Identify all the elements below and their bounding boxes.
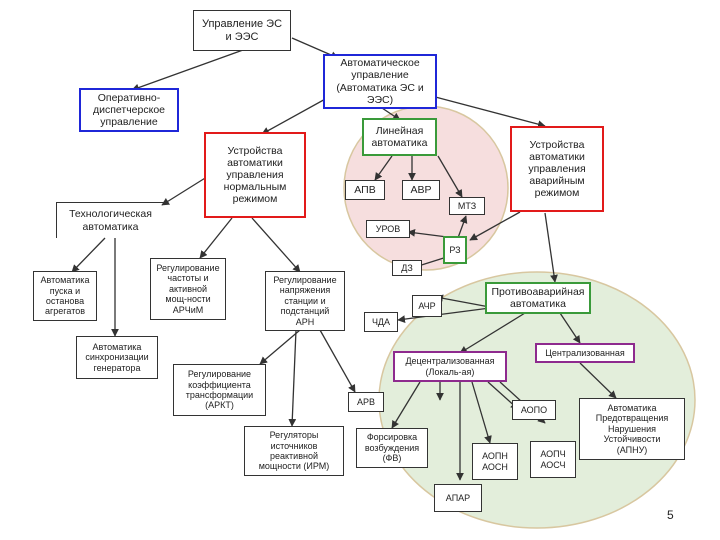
node-apar: АПАР: [434, 484, 482, 512]
node-central: Централизованная: [535, 343, 635, 363]
node-arv: АРВ: [348, 392, 384, 412]
page-number: 5: [667, 508, 674, 522]
node-linear: Линейная автоматика: [362, 118, 437, 156]
node-mgmt: Управление ЭС и ЭЭС: [193, 10, 291, 51]
node-prevent: Автоматика Предотвращения Нарушения Усто…: [579, 398, 685, 460]
node-achr: АЧР: [412, 295, 442, 317]
node-tech: Технологическая автоматика: [56, 202, 164, 238]
node-rz: РЗ: [443, 236, 467, 264]
node-dispatch: Оперативно- диспетчерское управление: [79, 88, 179, 132]
node-freq: Регулирование частоты и активной мощ-нос…: [150, 258, 226, 320]
node-mtz: МТЗ: [449, 197, 485, 215]
node-auto-mgmt: Автоматическое управление (Автоматика ЭС…: [323, 54, 437, 109]
node-trans: Регулирование коэффициента трансформации…: [173, 364, 266, 416]
node-decentral: Децентрализованная (Локаль-ая): [393, 351, 507, 382]
node-forcing: Форсировка возбуждения (ФВ): [356, 428, 428, 468]
node-aopch: АОПЧ АОСЧ: [530, 441, 576, 478]
node-aopn: АОПН АОСН: [472, 443, 518, 480]
node-urov: УРОВ: [366, 220, 410, 238]
node-avr: АВР: [402, 180, 440, 200]
node-normal: Устройства автоматики управления нормаль…: [204, 132, 306, 218]
node-volt: Регулирование напряжения станции и подст…: [265, 271, 345, 331]
node-aopo: АОПО: [512, 400, 556, 420]
node-apv: АПВ: [345, 180, 385, 200]
node-emergency: Устройства автоматики управления аварийн…: [510, 126, 604, 212]
node-antiemerg: Противоаварийная автоматика: [485, 282, 591, 314]
node-reactive: Регуляторы источников реактивной мощност…: [244, 426, 344, 476]
node-dz: ДЗ: [392, 260, 422, 276]
node-start-stop: Автоматика пуска и останова агрегатов: [33, 271, 97, 321]
node-sync: Автоматика синхронизации генератора: [76, 336, 158, 379]
node-chdl: ЧДА: [364, 312, 398, 332]
